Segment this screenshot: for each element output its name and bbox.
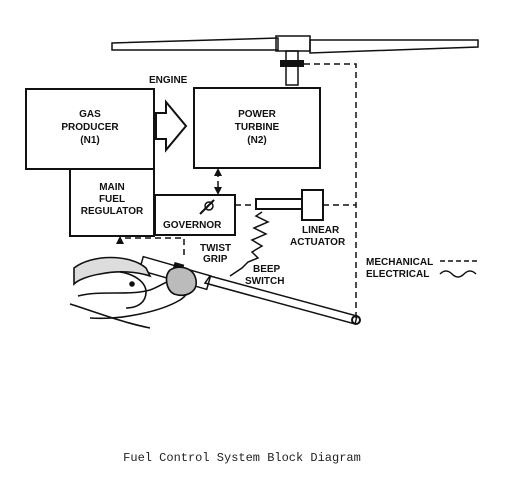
pilot-figure — [69, 256, 197, 329]
linear-actuator-label-2: ACTUATOR — [290, 237, 346, 248]
main-fuel-regulator-block: MAIN FUEL REGULATOR — [69, 168, 155, 237]
linear-actuator: LINEAR ACTUATOR — [255, 189, 346, 248]
rotor-blade-left — [111, 37, 279, 51]
arrowhead-down-icon — [214, 187, 222, 195]
pilot-eye — [129, 281, 135, 287]
main-fuel-label-2: FUEL — [99, 194, 125, 205]
electrical-wire — [229, 211, 270, 277]
collective-pivot — [351, 315, 361, 325]
pilot-shoulder — [69, 303, 151, 329]
linear-actuator-label-1: LINEAR — [302, 225, 340, 236]
rotor — [111, 35, 479, 86]
main-fuel-label-1: MAIN — [99, 182, 125, 193]
power-turbine-label-1: POWER — [238, 109, 277, 120]
main-fuel-label-3: REGULATOR — [81, 206, 144, 217]
beep-switch-label-1: BEEP — [253, 264, 281, 275]
beep-switch-label-2: SWITCH — [245, 276, 284, 287]
power-turbine-label-3: (N2) — [247, 135, 266, 146]
legend-electrical-label: ELECTRICAL — [366, 269, 429, 280]
arrowhead-up-icon-2 — [116, 236, 124, 244]
link-mast-to-collective — [304, 63, 357, 318]
gas-producer-label-1: GAS — [79, 109, 101, 120]
pilot-helmet — [73, 256, 152, 286]
pilot-face — [119, 271, 147, 309]
gas-producer-label-3: (N1) — [80, 135, 99, 146]
legend-mechanical-label: MECHANICAL — [366, 257, 433, 268]
rotor-hub — [275, 35, 311, 52]
twist-grip-label-2: GRIP — [203, 254, 228, 265]
arrowheads — [116, 168, 222, 244]
figure-caption: Fuel Control System Block Diagram — [123, 451, 361, 465]
link-twistgrip-to-regulator — [120, 237, 185, 255]
governor-valve-icon — [199, 199, 215, 215]
legend: MECHANICAL ELECTRICAL — [366, 257, 480, 280]
rotor-blade-right — [309, 39, 479, 54]
governor-label: GOVERNOR — [163, 220, 222, 231]
rotor-mast — [285, 50, 299, 86]
gas-producer-label-2: PRODUCER — [61, 122, 119, 133]
power-turbine-block: POWER TURBINE (N2) — [193, 87, 321, 169]
rotor-mast-collar — [280, 60, 304, 67]
pilot-fist — [165, 266, 197, 296]
flow-arrow-icon — [155, 99, 188, 153]
gas-producer-block: GAS PRODUCER (N1) — [25, 88, 155, 170]
arrowhead-up-icon — [214, 168, 222, 176]
power-turbine-label-2: TURBINE — [235, 122, 280, 133]
engine-label: ENGINE — [149, 75, 188, 86]
twist-grip-label-1: TWIST — [200, 243, 231, 254]
legend-electrical-swatch — [439, 270, 477, 278]
governor-block: GOVERNOR — [154, 194, 236, 236]
